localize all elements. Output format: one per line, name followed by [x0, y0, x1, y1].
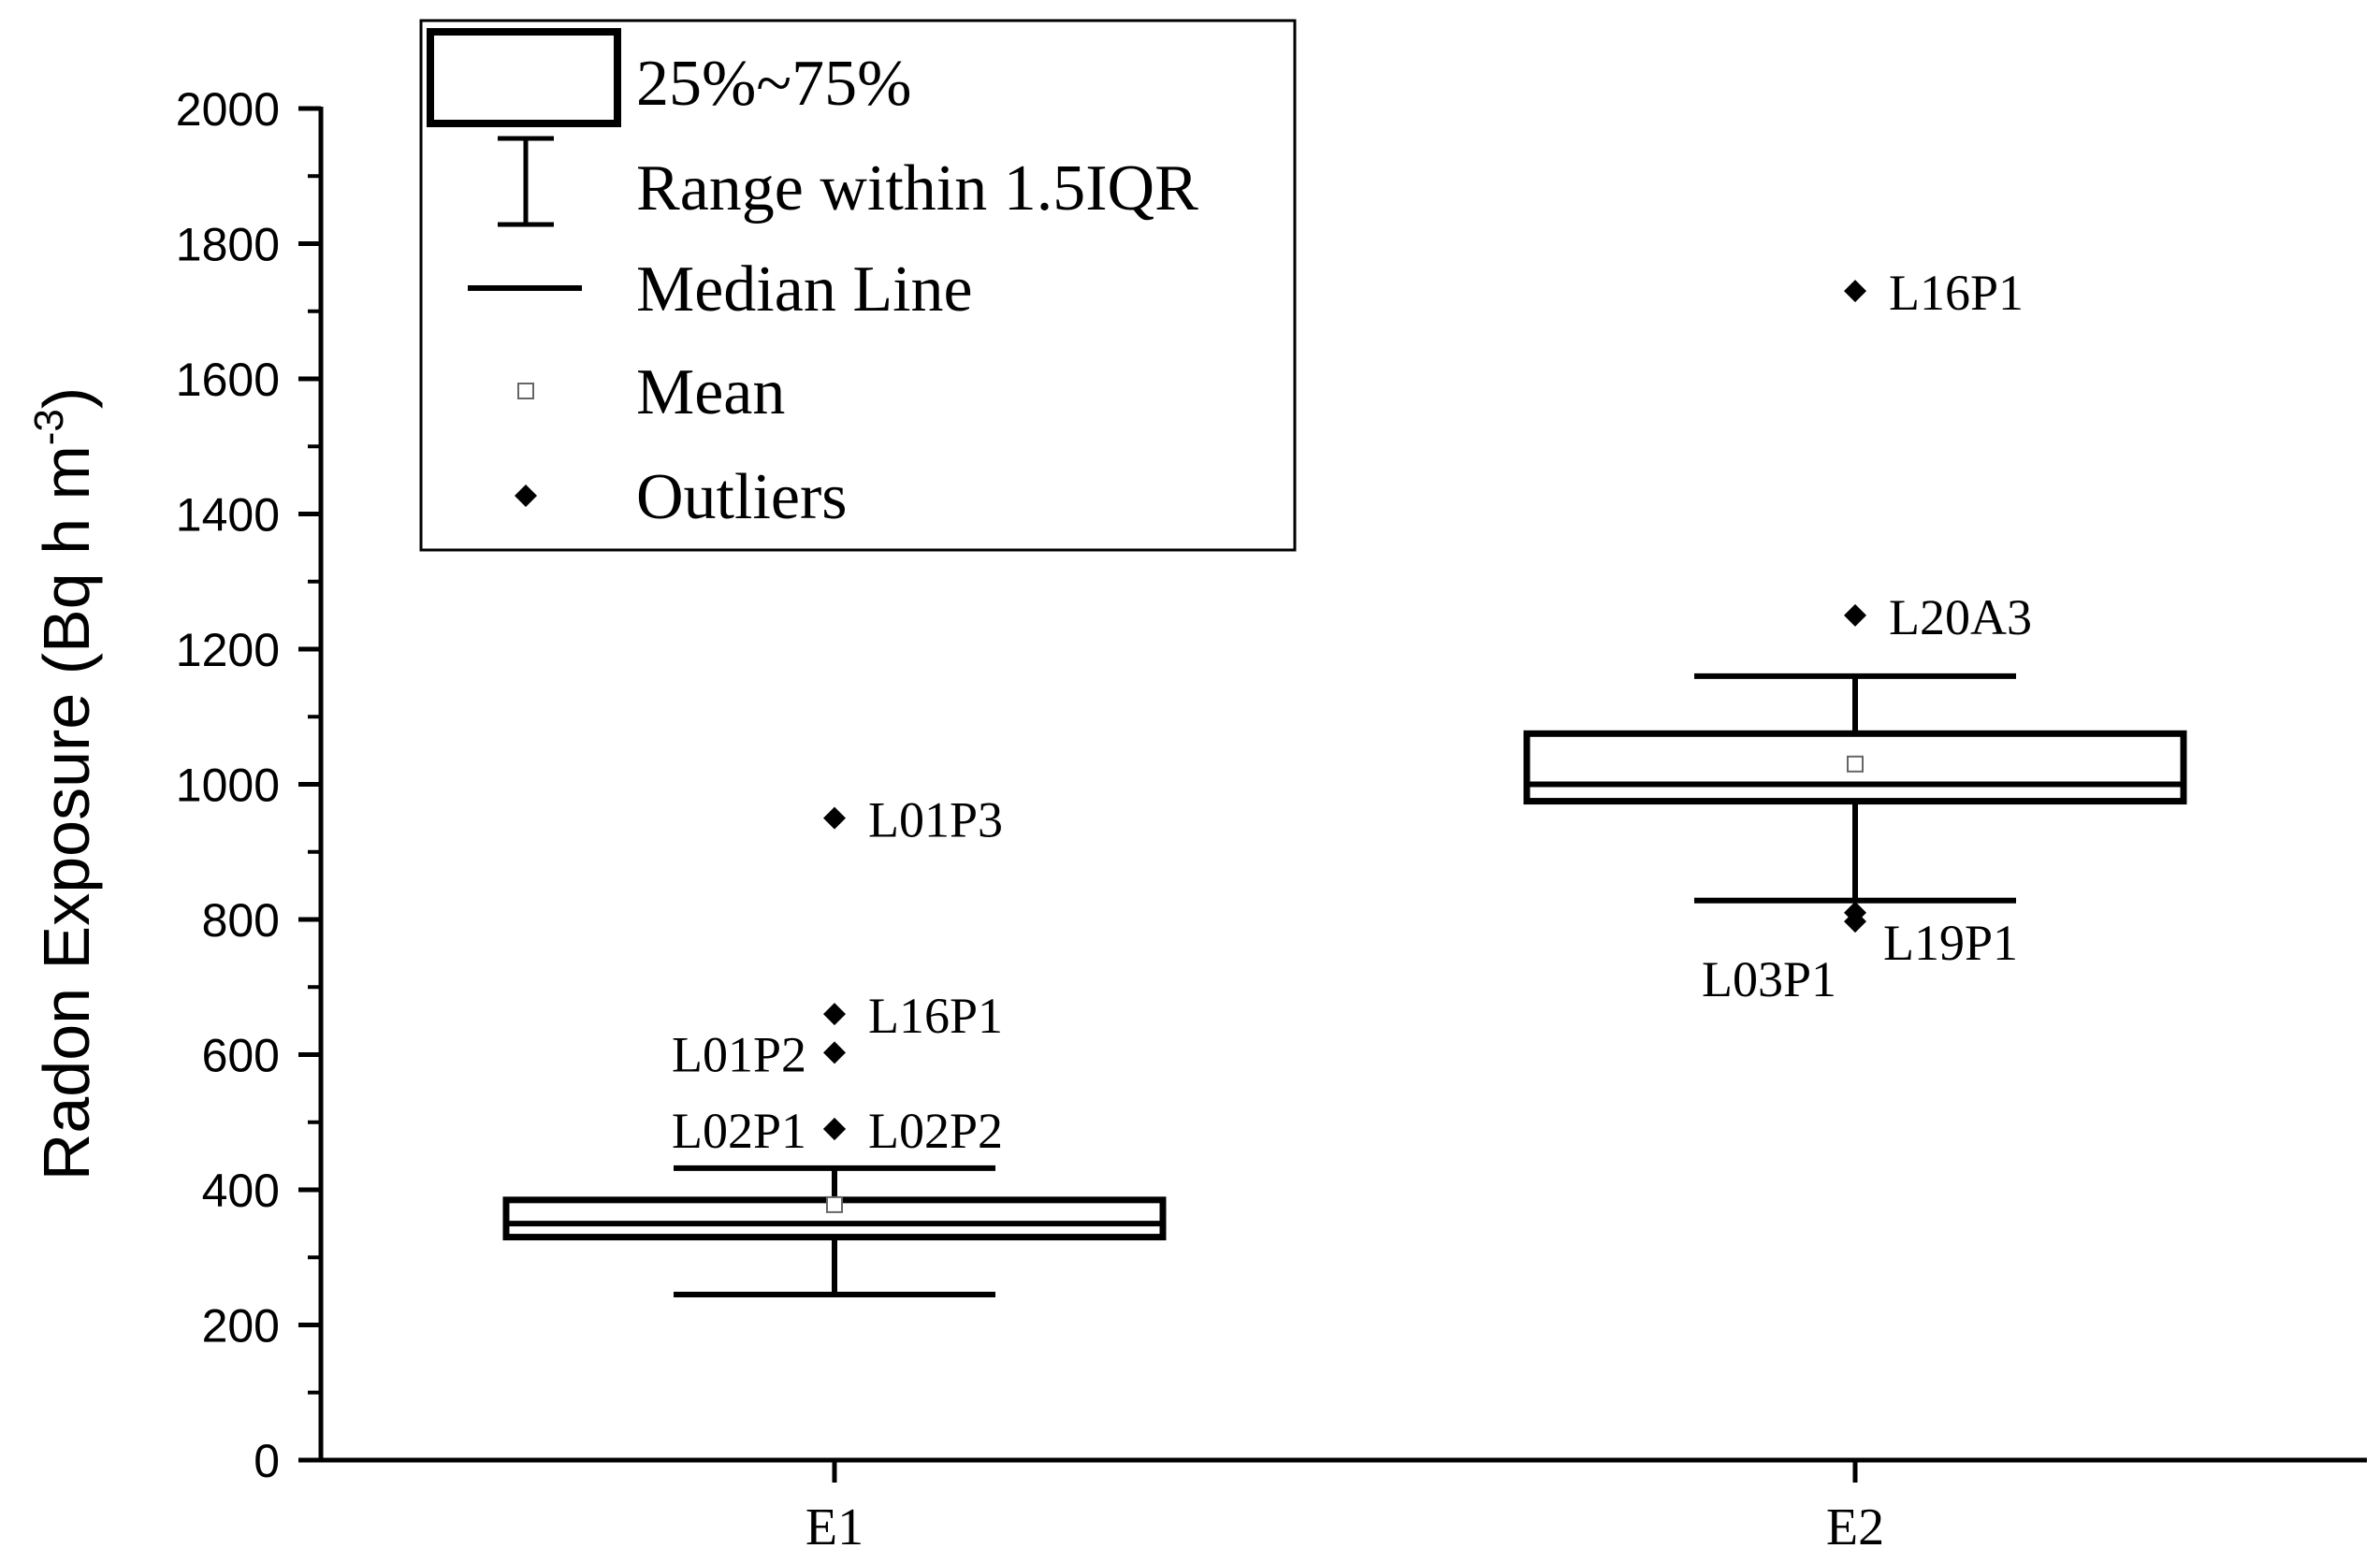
outlier-label: L02P1	[672, 1103, 806, 1159]
y-tick-label: 1600	[176, 354, 280, 406]
outlier-point	[823, 1041, 846, 1064]
y-tick-label: 2000	[176, 83, 280, 136]
outlier-label: L01P3	[868, 792, 1003, 848]
legend-box-symbol	[427, 28, 621, 127]
plot-area: 0 200 400 600 800 1000 1200 1400 1600 1800 2000Rad…	[26, 83, 2367, 1556]
outlier-point	[1844, 280, 1866, 303]
outlier-point	[823, 1117, 846, 1140]
legend-item-whisker: Range within 1.5IQR	[498, 136, 1198, 227]
legend-label: Mean	[636, 356, 785, 428]
y-tick-label: 600	[202, 1030, 280, 1082]
legend: 25%~75% Range within 1.5IQR Median LineMea…	[419, 19, 1297, 552]
mean-marker	[826, 1195, 843, 1213]
y-axis-title: Radon Exposure (Bq h m-3)	[26, 387, 103, 1180]
y-tick-label: 1400	[176, 489, 280, 542]
legend-item-box: 25%~75%	[427, 28, 912, 127]
outlier-point	[823, 806, 846, 830]
legend-item-median: Median Line	[468, 253, 973, 326]
legend-label: 25%~75%	[636, 48, 912, 120]
legend-label: Range within 1.5IQR	[636, 152, 1198, 224]
outlier-label: L03P1	[1702, 951, 1836, 1007]
legend-label: Median Line	[636, 253, 973, 326]
y-tick-label: 1800	[176, 219, 280, 271]
outlier-label: L20A3	[1889, 589, 2032, 645]
legend-mean-symbol	[517, 383, 534, 399]
y-tick-label: 200	[202, 1300, 280, 1353]
y-tick-label: 1000	[176, 760, 280, 812]
y-tick-label: 1200	[176, 624, 280, 676]
outlier-label: L01P2	[672, 1026, 806, 1082]
legend-outlier-symbol	[515, 485, 537, 507]
y-tick-label: 400	[202, 1165, 280, 1217]
mean-marker	[1847, 755, 1864, 773]
outlier-label: L16P1	[868, 988, 1003, 1044]
outlier-label: L16P1	[1889, 265, 2024, 321]
legend-item-mean: Mean	[517, 356, 785, 428]
outlier-label: L19P1	[1883, 915, 2018, 971]
legend-label: Outliers	[636, 461, 848, 533]
legend-item-outlier: Outliers	[515, 461, 848, 533]
y-tick-label: 0	[254, 1435, 280, 1487]
x-tick-label: E2	[1826, 1498, 1884, 1556]
y-tick-label: 800	[202, 894, 280, 947]
outlier-label: L02P2	[868, 1103, 1003, 1159]
outlier-point	[1844, 603, 1866, 627]
x-tick-label: E1	[805, 1498, 863, 1556]
outlier-point	[823, 1003, 846, 1026]
outlier-point	[1844, 910, 1866, 933]
iqr-box	[1523, 730, 2187, 805]
